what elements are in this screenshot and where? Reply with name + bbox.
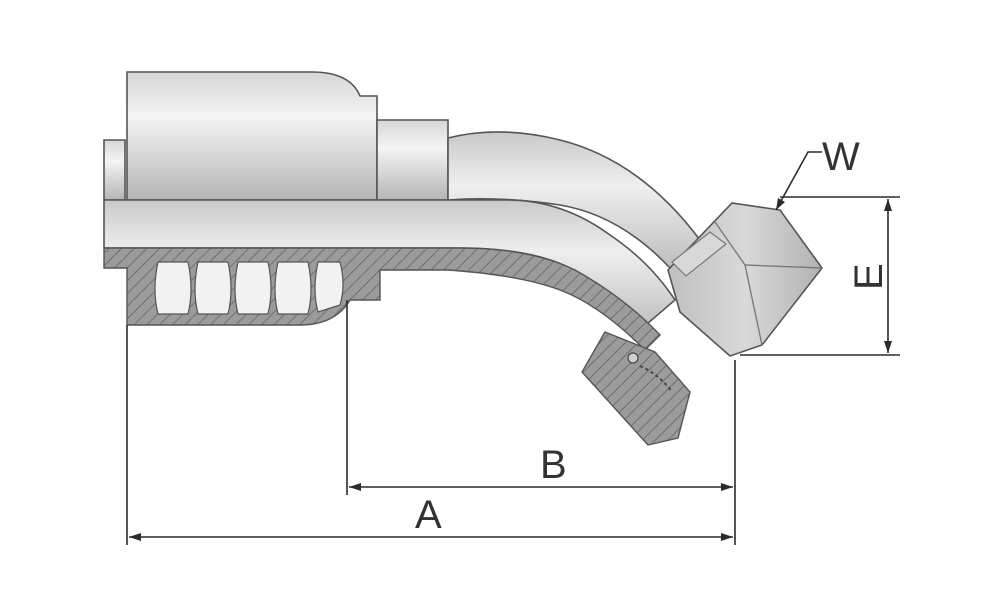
dimension-lines [126,151,900,545]
hex-face [667,202,824,357]
ferrule [126,71,378,201]
label-e: E [847,263,891,290]
thread-detail [639,365,673,393]
label-b: B [540,443,567,487]
section-view [103,247,691,446]
dimension-e [884,199,892,353]
collar [376,119,449,201]
hex-nut [667,202,824,357]
o-ring [627,352,639,364]
dimension-b [349,483,733,491]
ferrule-serrations [154,261,344,315]
dimension-a [129,533,733,541]
label-w: W [822,135,860,179]
insert-end [103,139,126,201]
label-a: A [415,493,442,537]
nut-section [581,331,691,446]
nut-shoulder [671,231,727,277]
leader-w [775,151,822,211]
